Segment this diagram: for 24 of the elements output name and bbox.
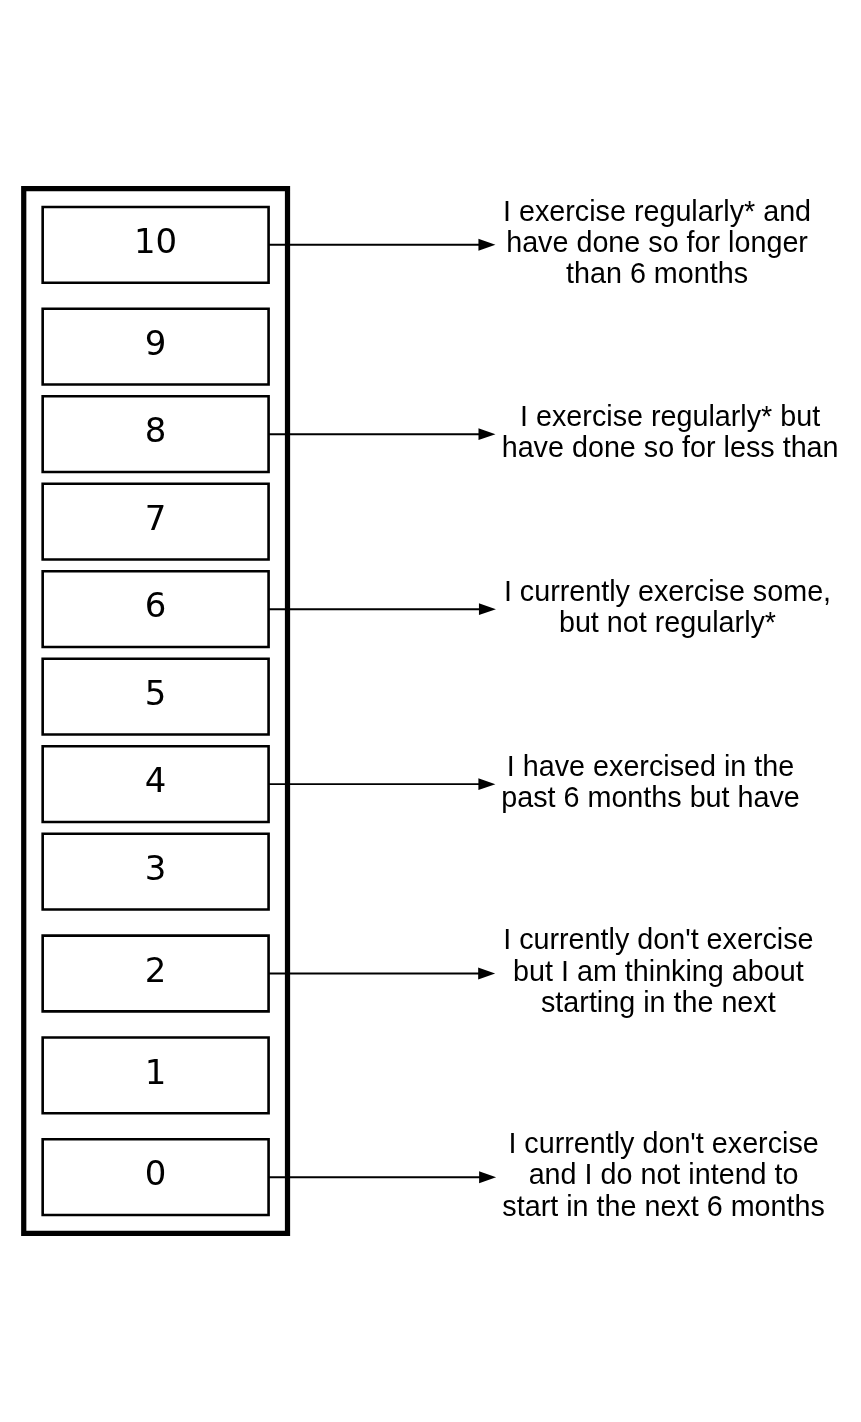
node-text: I currently don't exercise but I am thinking about starting in the next [503, 923, 814, 1019]
cluster [21, 186, 291, 1236]
node-box: 8 [41, 395, 270, 474]
node-box: 9 [41, 307, 270, 386]
node-text: I have exercised in the past 6 months but have [501, 749, 800, 814]
node-box: 6 [41, 569, 270, 649]
node-box: 10 [41, 205, 270, 284]
node-box: 3 [41, 832, 270, 911]
arrow [268, 967, 496, 980]
arrow [267, 238, 496, 251]
node-text: I currently exercise some, but not regularly* [503, 574, 832, 639]
node-box: 7 [41, 482, 270, 561]
arrow [267, 1171, 497, 1184]
node-box: 0 [41, 1138, 270, 1217]
node-text: I exercise regularly* but have done so for less than [501, 399, 839, 464]
arrow [267, 428, 496, 441]
node-box: 2 [41, 934, 270, 1013]
node-box: 4 [41, 744, 270, 824]
node-box: 5 [41, 657, 270, 736]
node-text: I exercise regularly* and have done so for longer than 6 months [503, 194, 812, 290]
node-box: 1 [41, 1036, 270, 1115]
node-text: I currently don't exercise and I do not intend to start in the next 6 months [502, 1127, 825, 1222]
arrow [267, 778, 496, 791]
arrow [267, 603, 496, 616]
